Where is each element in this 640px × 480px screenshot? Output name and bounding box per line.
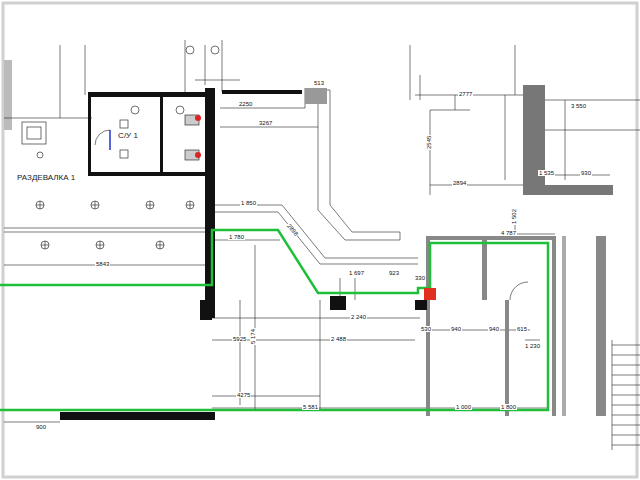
dimension-text: 5 174 [250,328,256,345]
room-area: РАЗДЕВАЛКА 1 [16,160,136,182]
dimension-text: 1 697 [348,270,365,276]
dimension-text: 1 000 [455,404,472,410]
dimension-text: 1 502 [511,208,517,225]
dimension-text: 615 [516,326,528,332]
dimension-text: 5925 [232,336,247,342]
room-name: С/У 1 [117,132,139,141]
dimension-text: 2 240 [350,314,367,320]
dimension-text: 2894 [452,180,467,186]
wall-block [4,60,12,130]
marker [195,115,201,121]
dimension-text: 1 850 [240,200,257,206]
marker [195,152,201,158]
dimension-text: 513 [313,80,325,86]
dimension-text: 1 230 [524,343,541,349]
dimension-text: 2250 [238,101,253,107]
dimension-text: 930 [580,170,592,176]
dimension-text: 940 [450,326,462,332]
door [109,130,111,150]
thin-lines [4,40,640,450]
room-name: РАЗДЕВАЛКА 1 [16,174,76,183]
dimension-text: 1 780 [228,234,245,240]
dimension-text: 330 [414,275,426,281]
dimension-text: 940 [488,326,500,332]
dimension-text: 1 800 [500,404,517,410]
dimension-text: 4 787 [500,230,517,236]
dimension-text: 5 581 [302,404,319,410]
light-fixtures [22,46,219,249]
dimension-text: 900 [35,424,47,430]
dimension-text: 5843 [95,261,110,267]
dimension-text: 1 535 [538,170,555,176]
dimension-text: 2777 [458,91,473,97]
room-area: С/У 1 [98,100,158,160]
area-outline [0,230,548,410]
dimension-text: 3 550 [570,103,587,109]
dimension-text: 3267 [258,120,273,126]
dimension-text: 4275 [236,392,251,398]
frame [3,3,637,477]
dimension-text: 2545 [426,135,432,150]
marker [424,288,436,300]
dimension-text: 923 [388,270,400,276]
dimension-text: 530 [420,326,432,332]
walls [60,85,613,420]
dimension-text: 2 488 [330,336,347,342]
